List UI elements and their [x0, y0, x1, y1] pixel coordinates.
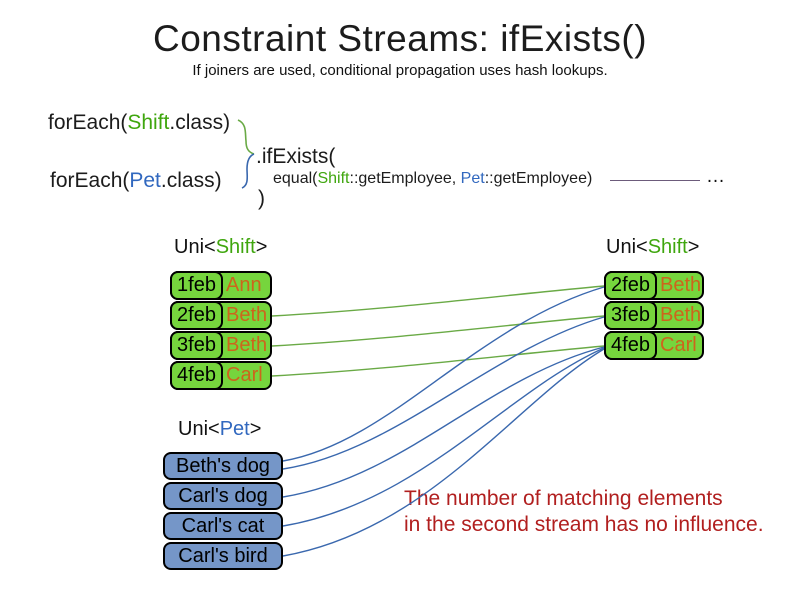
shift-class-token: Shift [317, 170, 350, 187]
left-shift-row-4feb: 4feb Carl [170, 361, 272, 390]
employee-name: Carl [660, 334, 697, 356]
date-cell: 1feb [170, 271, 223, 300]
employee-name: Beth [660, 304, 702, 326]
left-shift-row-1feb: 1feb Ann [170, 271, 272, 300]
date-cell: 3feb [604, 301, 657, 330]
pet-class-token: Pet [460, 170, 485, 187]
date-cell: 4feb [170, 361, 223, 390]
employee-name: Beth [226, 304, 268, 326]
shift-class-token: Shift [647, 236, 688, 258]
shift-class-token: Shift [127, 111, 170, 134]
right-shift-row-3feb: 3feb Beth [604, 301, 704, 330]
date-cell: 2feb [604, 271, 657, 300]
code-text: ::getEmployee) [484, 170, 593, 187]
code-text: ::getEmployee, [349, 170, 461, 187]
right-shift-table-label: Uni<Shift> [606, 236, 699, 259]
left-shift-row-2feb: 2feb Beth [170, 301, 272, 330]
date-cell: 4feb [604, 331, 657, 360]
match-line-2feb [271, 285, 605, 317]
employee-name: Beth [226, 334, 268, 356]
code-text: forEach( [48, 111, 128, 134]
label-text: Uni< [606, 236, 648, 258]
pet-box-carls-bird: Carl's bird [163, 542, 283, 570]
code-equal-joiner: equal(Shift::getEmployee, Pet::getEmploy… [273, 170, 592, 188]
employee-name: Beth [660, 274, 702, 296]
pet-class-token: Pet [129, 169, 161, 192]
left-shift-table-label: Uni<Shift> [174, 236, 267, 259]
curly-brace-icon [237, 119, 255, 189]
continuation-dash-line [610, 180, 700, 181]
employee-name: Ann [226, 274, 262, 296]
lookup-line-beths-dog-3feb [282, 316, 605, 470]
code-text: .class) [160, 169, 222, 192]
code-close-paren: ) [258, 187, 265, 210]
continuation-ellipsis: … [706, 166, 725, 187]
code-text: equal( [273, 170, 318, 187]
label-text: Uni< [178, 418, 220, 440]
date-cell: 2feb [170, 301, 223, 330]
page-title: Constraint Streams: ifExists() [152, 18, 648, 59]
note-line-1: The number of matching elements [404, 487, 723, 510]
code-foreach-shift: forEach(Shift.class) [48, 111, 230, 135]
pet-class-token: Pet [219, 418, 250, 440]
left-shift-row-3feb: 3feb Beth [170, 331, 272, 360]
date-cell: 3feb [170, 331, 223, 360]
lookup-line-carls-dog-4feb [282, 346, 605, 498]
curly-brace-bottom-icon [241, 153, 255, 189]
curly-brace-top-icon [237, 119, 255, 155]
pet-box-beths-dog: Beth's dog [163, 452, 283, 480]
code-foreach-pet: forEach(Pet.class) [50, 169, 222, 193]
shift-class-token: Shift [215, 236, 256, 258]
pet-box-carls-dog: Carl's dog [163, 482, 283, 510]
label-text: > [687, 236, 700, 258]
code-ifexists: .ifExists( [256, 145, 336, 168]
match-line-3feb [271, 315, 605, 347]
code-text: forEach( [50, 169, 130, 192]
right-shift-row-4feb: 4feb Carl [604, 331, 704, 360]
pet-box-carls-cat: Carl's cat [163, 512, 283, 540]
lookup-line-beths-dog-2feb [282, 286, 605, 462]
code-text: .class) [169, 111, 231, 134]
label-text: > [255, 236, 268, 258]
employee-name: Carl [226, 364, 263, 386]
page-subtitle: If joiners are used, conditional propaga… [192, 62, 608, 79]
label-text: > [249, 418, 262, 440]
match-line-4feb [271, 345, 605, 377]
label-text: Uni< [174, 236, 216, 258]
pet-table-label: Uni<Pet> [178, 418, 261, 441]
note-line-2: in the second stream has no influence. [404, 513, 764, 536]
note-text: The number of matching elements in the s… [404, 486, 764, 538]
lookup-line-carls-bird-4feb [282, 348, 605, 557]
right-shift-row-2feb: 2feb Beth [604, 271, 704, 300]
lookup-line-carls-cat-4feb [282, 347, 605, 527]
